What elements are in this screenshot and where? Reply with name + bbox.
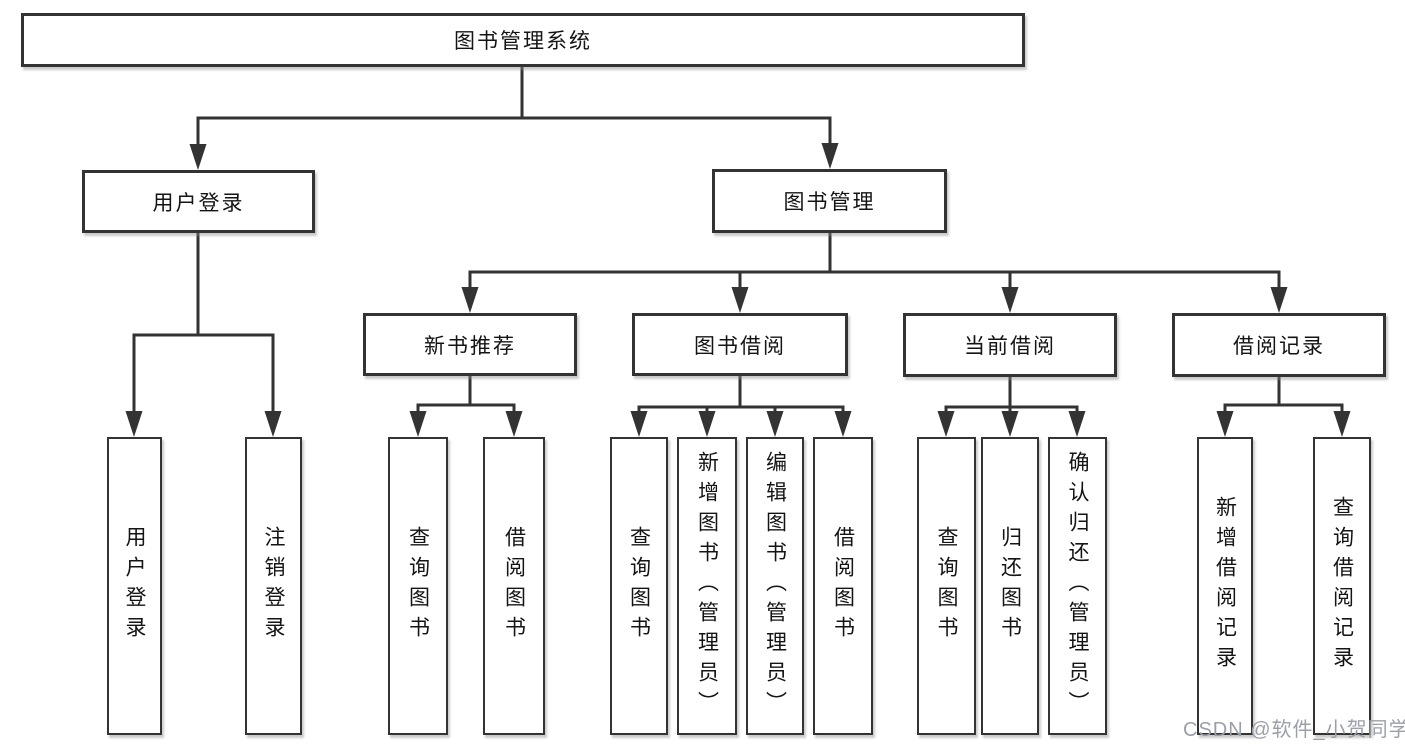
arrowhead-down-icon — [821, 143, 839, 169]
leaf-add-borrow-record: 新增借阅记录 — [1197, 437, 1253, 735]
node-current-borrow: 当前借阅 — [903, 313, 1117, 377]
leaf-query-borrow-record: 查询借阅记录 — [1313, 437, 1371, 735]
node-new-book-recommend: 新书推荐 — [363, 313, 577, 376]
leaf-add-book-admin: 新增图书（管理员） — [677, 437, 737, 735]
arrowhead-down-icon — [1270, 287, 1288, 313]
arrowhead-down-icon — [409, 411, 427, 437]
node-book-management: 图书管理 — [712, 169, 947, 233]
arrowhead-down-icon — [1333, 411, 1351, 437]
leaf-return-book: 归还图书 — [981, 437, 1039, 735]
arrowhead-down-icon — [505, 411, 523, 437]
leaf-edit-book-admin: 编辑图书（管理员） — [746, 437, 804, 735]
leaf-logout: 注销登录 — [245, 437, 302, 735]
arrowhead-down-icon — [731, 287, 749, 313]
watermark: CSDN @软件_小贺同学 — [1183, 719, 1405, 741]
arrowhead-down-icon — [766, 411, 784, 437]
arrowhead-down-icon — [125, 411, 143, 437]
leaf-query-books-current: 查询图书 — [917, 437, 976, 735]
leaf-borrow-books-borrow: 借阅图书 — [813, 437, 873, 735]
arrowhead-down-icon — [264, 411, 282, 437]
leaf-query-books-recommend: 查询图书 — [388, 437, 448, 735]
node-root: 图书管理系统 — [21, 13, 1025, 67]
arrowhead-down-icon — [1216, 411, 1234, 437]
arrowhead-down-icon — [937, 411, 955, 437]
node-user-login: 用户登录 — [82, 170, 315, 233]
leaf-confirm-return-admin: 确认归还（管理员） — [1048, 437, 1107, 735]
leaf-query-books-borrow: 查询图书 — [610, 437, 668, 735]
arrowhead-down-icon — [461, 287, 479, 313]
arrowhead-down-icon — [1001, 411, 1019, 437]
arrowhead-down-icon — [834, 411, 852, 437]
arrowhead-down-icon — [1068, 411, 1086, 437]
arrowhead-down-icon — [698, 411, 716, 437]
arrowhead-down-icon — [630, 411, 648, 437]
leaf-borrow-books-recommend: 借阅图书 — [483, 437, 545, 735]
arrowhead-down-icon — [189, 144, 207, 170]
node-borrow-records: 借阅记录 — [1172, 313, 1386, 377]
leaf-user-login: 用户登录 — [107, 437, 162, 735]
node-book-borrow: 图书借阅 — [632, 313, 848, 376]
arrowhead-down-icon — [1001, 287, 1019, 313]
